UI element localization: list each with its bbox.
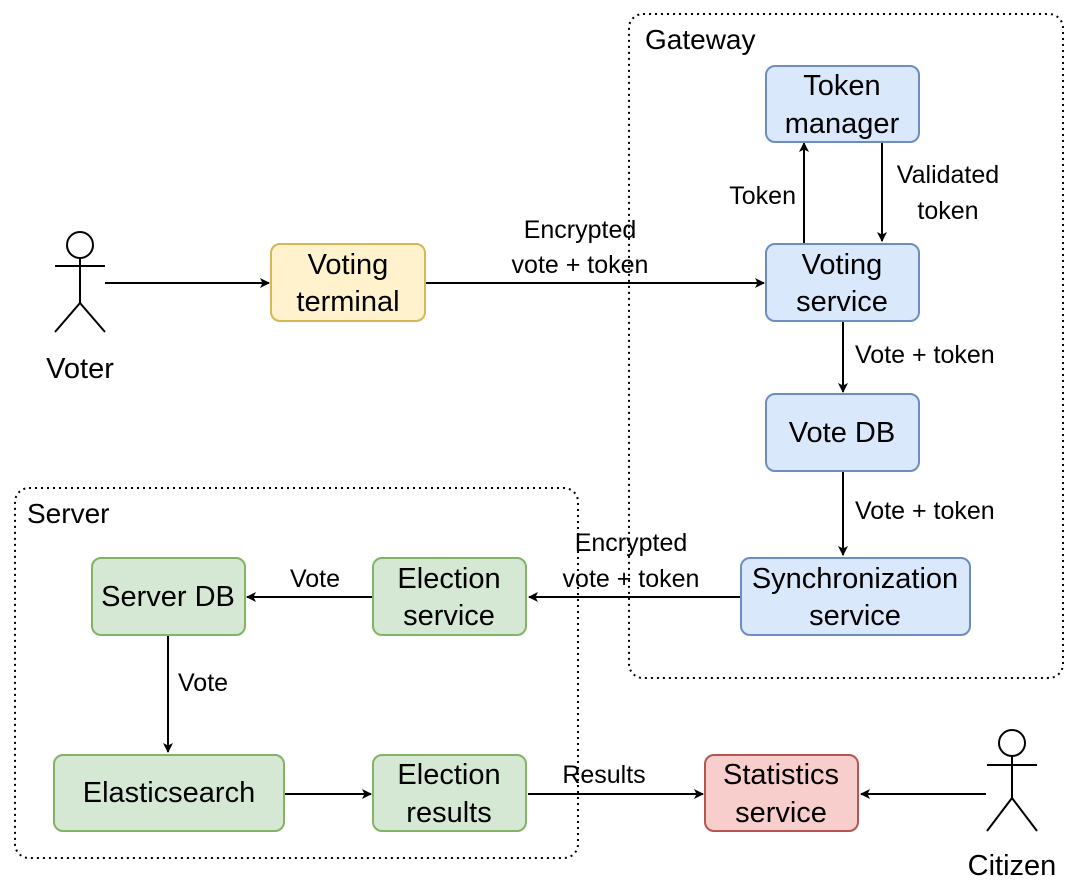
node-synchronization-service: Synchronization service xyxy=(740,557,971,636)
server-group: Server xyxy=(14,487,579,859)
edge-labels: Encrypted vote + token Token Validated t… xyxy=(178,161,999,789)
serverdb-to-elastic-label: Vote xyxy=(178,669,228,697)
voter-actor-icon xyxy=(54,231,106,333)
results-to-stats-label: Results xyxy=(562,761,645,789)
server-db-label: Server DB xyxy=(101,581,235,613)
gateway-label: Gateway xyxy=(645,24,756,55)
terminal-to-voting-label-line2: vote + token xyxy=(512,251,649,279)
node-elasticsearch: Elasticsearch xyxy=(53,754,285,832)
elasticsearch-label: Elasticsearch xyxy=(83,777,255,809)
voting-terminal-label-line1: Voting xyxy=(308,249,389,281)
statistics-service-label-line1: Statistics xyxy=(723,759,839,791)
token-to-voting-label-line2: token xyxy=(917,197,978,225)
votedb-to-sync-label: Vote + token xyxy=(855,497,995,525)
gateway-group: Gateway xyxy=(628,13,1064,679)
node-vote-db: Vote DB xyxy=(765,393,920,472)
election-service-label-line1: Election xyxy=(397,563,500,595)
token-to-voting-label-line1: Validated xyxy=(897,161,999,189)
vote-db-label: Vote DB xyxy=(789,417,895,449)
election-service-label-line2: service xyxy=(403,600,495,632)
node-statistics-service: Statistics service xyxy=(704,754,859,832)
terminal-to-voting-label-line1: Encrypted xyxy=(524,216,637,244)
election-results-label-line2: results xyxy=(406,797,491,829)
citizen-actor-icon xyxy=(986,729,1038,832)
statistics-service-label-line2: service xyxy=(735,797,827,829)
voting-service-label-line2: service xyxy=(796,286,888,318)
voter-label: Voter xyxy=(46,353,114,385)
voting-to-token-label: Token xyxy=(729,182,796,210)
sync-to-election-label-line1: Encrypted xyxy=(575,529,688,557)
election-to-serverdb-label: Vote xyxy=(290,565,340,593)
sync-service-label-line1: Synchronization xyxy=(752,563,958,595)
node-election-service: Election service xyxy=(372,557,527,636)
node-server-db: Server DB xyxy=(91,557,246,636)
voting-to-votedb-label: Vote + token xyxy=(855,341,995,369)
node-voting-terminal: Voting terminal xyxy=(270,243,426,322)
election-results-label-line1: Election xyxy=(397,759,500,791)
edges xyxy=(105,142,986,799)
sync-service-label-line2: service xyxy=(809,600,901,632)
node-voting-service: Voting service xyxy=(765,243,920,322)
token-manager-label-line2: manager xyxy=(785,108,900,140)
token-manager-label-line1: Token xyxy=(803,70,880,102)
voting-terminal-label-line2: terminal xyxy=(296,286,399,318)
node-token-manager: Token manager xyxy=(765,65,920,143)
sync-to-election-label-line2: vote + token xyxy=(563,565,700,593)
server-label: Server xyxy=(27,498,109,529)
node-election-results: Election results xyxy=(372,754,527,832)
voting-service-label-line1: Voting xyxy=(802,249,883,281)
citizen-label: Citizen xyxy=(968,850,1057,882)
